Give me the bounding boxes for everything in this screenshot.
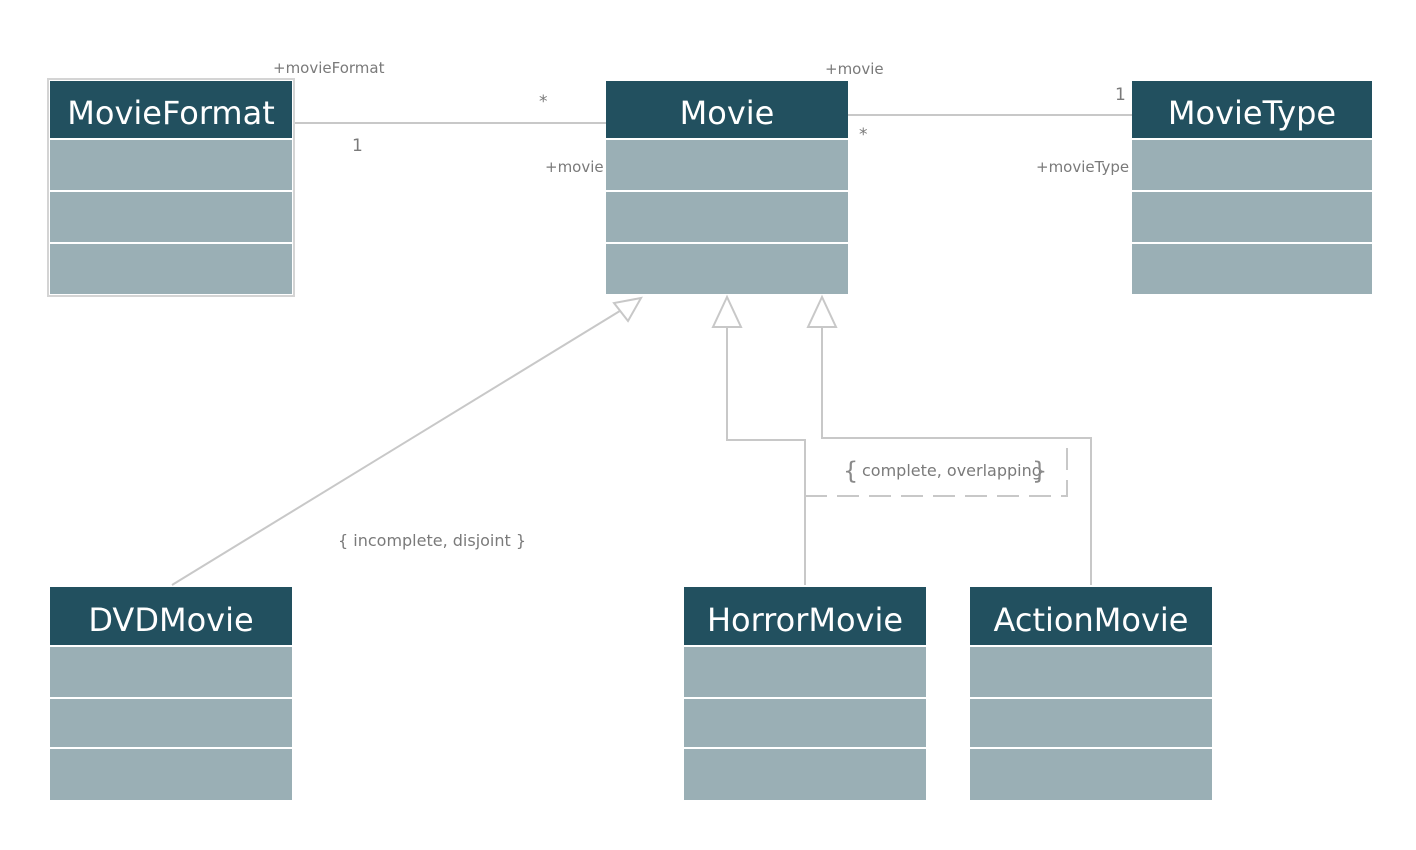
constraint-open-brace: { bbox=[843, 457, 858, 485]
role-movie-right: +movie bbox=[825, 60, 884, 78]
generalization-arrowhead-horror bbox=[711, 294, 743, 328]
class-name: HorrorMovie bbox=[707, 601, 903, 639]
attributes-compartment bbox=[50, 140, 292, 190]
class-header bbox=[606, 81, 848, 138]
extra-compartment bbox=[606, 244, 848, 294]
class-dvdmovie[interactable]: DVDMovie bbox=[50, 587, 292, 800]
class-horrormovie[interactable]: HorrorMovie bbox=[684, 587, 926, 800]
operations-compartment bbox=[684, 699, 926, 747]
class-header bbox=[970, 587, 1212, 645]
constraint-close-brace: } bbox=[1032, 457, 1047, 485]
class-header bbox=[684, 587, 926, 645]
extra-compartment bbox=[50, 244, 292, 294]
multiplicity-movie-right: * bbox=[859, 125, 868, 145]
class-name: MovieFormat bbox=[67, 94, 274, 132]
multiplicity-movietype: 1 bbox=[1115, 85, 1126, 105]
constraint-dashed-bracket bbox=[805, 438, 1068, 497]
generalization-actionmovie-movie[interactable] bbox=[821, 327, 1092, 585]
extra-compartment bbox=[50, 749, 292, 800]
constraint-incomplete-disjoint: { incomplete, disjoint } bbox=[338, 531, 526, 550]
class-actionmovie[interactable]: ActionMovie bbox=[970, 587, 1212, 800]
operations-compartment bbox=[606, 192, 848, 242]
attributes-compartment bbox=[970, 647, 1212, 697]
multiplicity-movieformat: 1 bbox=[352, 136, 363, 156]
class-movie[interactable]: Movie bbox=[606, 81, 848, 294]
role-movie-left: +movie bbox=[545, 158, 604, 176]
constraint-complete-overlapping: complete, overlapping bbox=[862, 461, 1042, 480]
operations-compartment bbox=[970, 699, 1212, 747]
extra-compartment bbox=[970, 749, 1212, 800]
class-movietype[interactable]: MovieType bbox=[1132, 81, 1372, 294]
class-name: ActionMovie bbox=[994, 601, 1189, 639]
attributes-compartment bbox=[606, 140, 848, 190]
operations-compartment bbox=[1132, 192, 1372, 242]
role-movietype: +movieType bbox=[1036, 158, 1129, 176]
attributes-compartment bbox=[684, 647, 926, 697]
generalization-arrowhead-dvd bbox=[612, 296, 643, 323]
class-name: DVDMovie bbox=[88, 601, 253, 639]
generalization-horrormovie-movie[interactable] bbox=[726, 327, 806, 585]
extra-compartment bbox=[1132, 244, 1372, 294]
class-header bbox=[1132, 81, 1372, 138]
class-header bbox=[50, 81, 292, 138]
class-name: MovieType bbox=[1168, 94, 1336, 132]
role-movieformat: +movieFormat bbox=[273, 59, 385, 77]
attributes-compartment bbox=[50, 647, 292, 697]
extra-compartment bbox=[684, 749, 926, 800]
operations-compartment bbox=[50, 699, 292, 747]
class-header bbox=[50, 587, 292, 645]
generalization-dvdmovie-movie[interactable] bbox=[171, 305, 629, 586]
attributes-compartment bbox=[1132, 140, 1372, 190]
operations-compartment bbox=[50, 192, 292, 242]
generalization-arrowhead-action bbox=[806, 294, 838, 328]
class-name: Movie bbox=[680, 94, 775, 132]
multiplicity-movie-left: * bbox=[539, 92, 548, 112]
class-movieformat[interactable]: MovieFormat bbox=[47, 78, 295, 297]
